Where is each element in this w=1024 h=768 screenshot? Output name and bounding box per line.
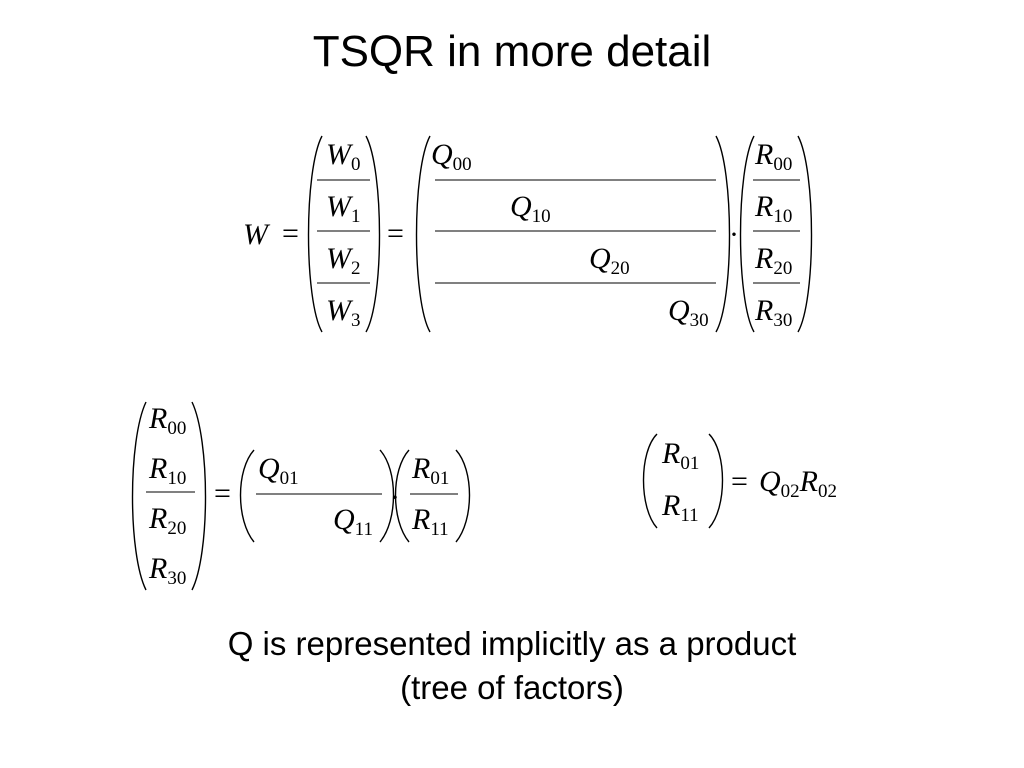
eq3-r01: R01 xyxy=(661,437,699,474)
eq1-w-left-paren xyxy=(307,135,323,333)
eq2-r-left-paren xyxy=(131,401,147,591)
eq2-r00: R00 xyxy=(148,402,186,439)
eq1-q00: Q00 xyxy=(431,138,472,175)
eq2-equals: = xyxy=(214,477,231,510)
caption-line-1: Q is represented implicitly as a product xyxy=(227,625,797,662)
eq2-q-left-paren xyxy=(239,449,255,543)
eq1-equals-2: = xyxy=(387,217,404,250)
eq1-r30: R30 xyxy=(754,294,792,331)
eq3-equals: = xyxy=(731,465,748,498)
eq3-r-left-paren xyxy=(642,433,658,529)
eq1-w3: W3 xyxy=(326,294,361,331)
eq1-w-right-paren xyxy=(365,135,381,333)
eq1-dot: · xyxy=(729,218,739,251)
eq1-equals-1: = xyxy=(282,217,299,250)
eq2-r11: R11 xyxy=(411,503,449,540)
eq1-w2: W2 xyxy=(326,242,361,279)
eq2-r20: R20 xyxy=(148,502,186,539)
eq2-q11: Q11 xyxy=(333,503,373,540)
eq1-q-left-paren xyxy=(415,135,431,333)
eq3-r-right-paren xyxy=(708,433,724,529)
eq1-lhs-w: W xyxy=(243,218,271,251)
eq2-rout-right-paren xyxy=(455,449,471,543)
eq3-q02-r02: Q02R02 xyxy=(759,465,837,502)
eq1-q30: Q30 xyxy=(668,294,709,331)
eq1-w0: W0 xyxy=(326,138,361,175)
eq2-r01: R01 xyxy=(411,452,449,489)
eq2-rout-left-paren xyxy=(394,449,410,543)
eq2-r30: R30 xyxy=(148,552,186,589)
eq1-r10: R10 xyxy=(754,190,792,227)
eq1-r-right-paren xyxy=(797,135,813,333)
eq2-q-right-paren xyxy=(379,449,395,543)
caption-line-2: (tree of factors) xyxy=(400,669,624,706)
eq2-r-right-paren xyxy=(191,401,207,591)
eq1-r20: R20 xyxy=(754,242,792,279)
eq1-q10: Q10 xyxy=(510,190,551,227)
caption: Q is represented implicitly as a product… xyxy=(0,622,1024,710)
eq1-r00: R00 xyxy=(754,138,792,175)
eq1-q-right-paren xyxy=(715,135,731,333)
eq3-r11: R11 xyxy=(661,489,699,526)
eq1-q20: Q20 xyxy=(589,242,630,279)
eq2-r10: R10 xyxy=(148,452,186,489)
slide-title: TSQR in more detail xyxy=(312,27,712,76)
eq1-w1: W1 xyxy=(326,190,361,227)
eq1-r-left-paren xyxy=(739,135,755,333)
eq2-q01: Q01 xyxy=(258,452,299,489)
